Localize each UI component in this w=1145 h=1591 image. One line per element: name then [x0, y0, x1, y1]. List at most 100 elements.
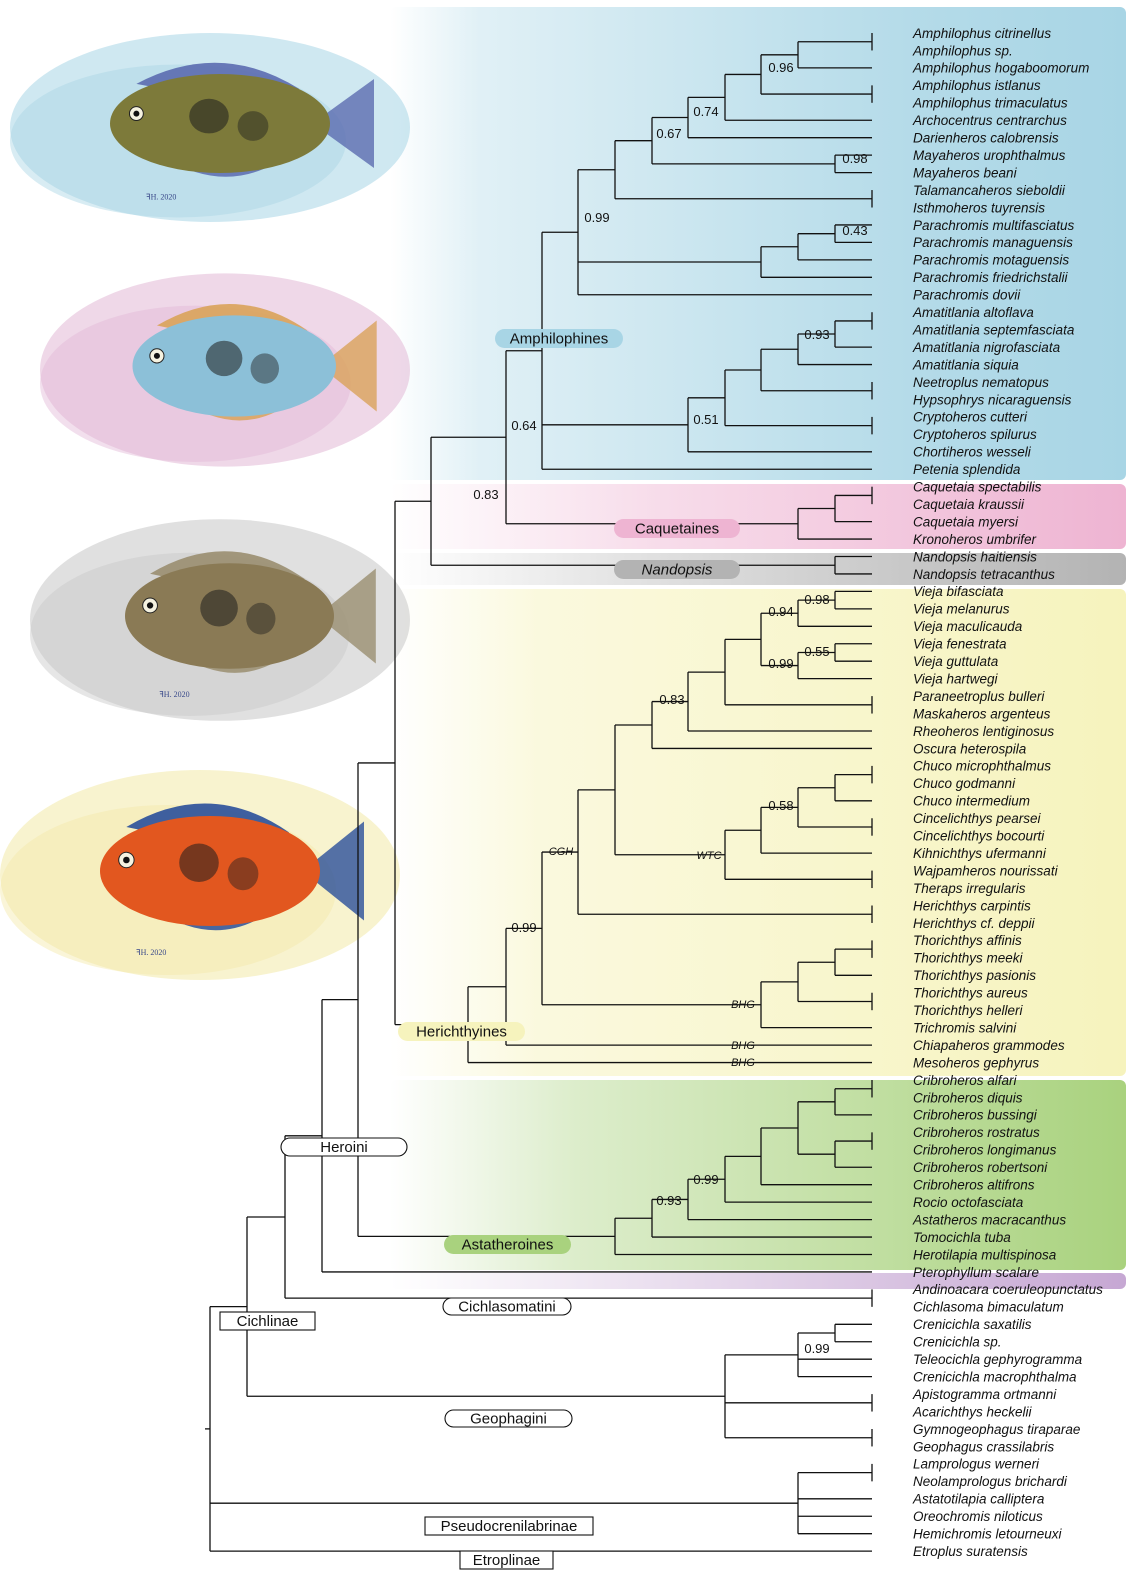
clade-label-text: Astatheroines: [462, 1237, 554, 1254]
zone-label-bhg: BHG: [731, 1057, 755, 1069]
clade-label-geophagini: Geophagini: [445, 1410, 572, 1428]
support-value: 0.55: [804, 644, 829, 659]
taxon-talamancaheros-sieboldii: Talamancaheros sieboldii: [913, 183, 1066, 198]
zone-label-bhg: BHG: [731, 1040, 755, 1052]
taxon-rocio-octofasciata: Rocio octofasciata: [913, 1195, 1024, 1210]
clade-label-text: Etroplinae: [473, 1552, 541, 1569]
taxon-parachromis-motaguensis: Parachromis motaguensis: [913, 253, 1069, 268]
taxon-apistogramma-ortmanni: Apistogramma ortmanni: [912, 1387, 1057, 1402]
taxon-crenicichla-saxatilis: Crenicichla saxatilis: [913, 1317, 1032, 1332]
taxon-cryptoheros-spilurus: Cryptoheros spilurus: [913, 427, 1037, 442]
support-value: 0.64: [511, 418, 536, 433]
support-value: 0.98: [804, 592, 829, 607]
clade-label-text: Cichlinae: [237, 1313, 299, 1330]
taxon-astatheros-macracanthus: Astatheros macracanthus: [912, 1212, 1066, 1227]
support-value: 0.93: [804, 327, 829, 342]
zone-label-bhg: BHG: [731, 999, 755, 1011]
taxon-thorichthys-meeki: Thorichthys meeki: [913, 951, 1024, 966]
fish-nandopsis-illustration: ꟻH. 2020: [30, 519, 410, 721]
taxon-mayaheros-urophthalmus: Mayaheros urophthalmus: [913, 148, 1066, 163]
taxon-parachromis-friedrichstalii: Parachromis friedrichstalii: [913, 270, 1069, 285]
clade-label-text: Pseudocrenilabrinae: [441, 1518, 578, 1535]
clade-label-cichlinae: Cichlinae: [220, 1312, 315, 1330]
taxon-cribroheros-alfari: Cribroheros alfari: [913, 1073, 1018, 1088]
support-value: 0.51: [693, 412, 718, 427]
taxon-chuco-intermedium: Chuco intermedium: [913, 794, 1030, 809]
taxon-astatotilapia-calliptera: Astatotilapia calliptera: [912, 1492, 1045, 1507]
taxon-rheoheros-lentiginosus: Rheoheros lentiginosus: [913, 724, 1054, 739]
artist-signature: ꟻH. 2020: [146, 193, 176, 202]
clade-label-text: Nandopsis: [642, 562, 713, 579]
taxon-cribroheros-rostratus: Cribroheros rostratus: [913, 1125, 1040, 1140]
taxon-trichromis-salvini: Trichromis salvini: [913, 1020, 1017, 1035]
taxon-cichlasoma-bimaculatum: Cichlasoma bimaculatum: [913, 1300, 1064, 1315]
support-value: 0.43: [842, 223, 867, 238]
clade-label-astatheroines: Astatheroines: [444, 1235, 571, 1254]
taxon-crenicichla-macrophthalma: Crenicichla macrophthalma: [913, 1369, 1077, 1384]
clade-label-text: Herichthyines: [416, 1024, 507, 1041]
support-value: 0.93: [656, 1193, 681, 1208]
support-value: 0.98: [842, 151, 867, 166]
taxon-amatitlania-altoflava: Amatitlania altoflava: [912, 305, 1034, 320]
taxon-amatitlania-siquia: Amatitlania siquia: [912, 357, 1019, 372]
taxon-vieja-fenestrata: Vieja fenestrata: [913, 637, 1007, 652]
taxon-cribroheros-bussingi: Cribroheros bussingi: [913, 1108, 1038, 1123]
taxon-cribroheros-altifrons: Cribroheros altifrons: [913, 1178, 1035, 1193]
taxon-geophagus-crassilabris: Geophagus crassilabris: [913, 1439, 1054, 1454]
taxon-theraps-irregularis: Theraps irregularis: [913, 881, 1026, 896]
clade-label-nandopsis: Nandopsis: [614, 560, 740, 579]
taxon-amphilophus-hogaboomorum: Amphilophus hogaboomorum: [912, 61, 1089, 76]
clade-label-amphilophines: Amphilophines: [495, 329, 623, 348]
taxon-cribroheros-robertsoni: Cribroheros robertsoni: [913, 1160, 1048, 1175]
fish-illustrations: ꟻH. 2020 ꟻH. 2020 ꟻH. 2020: [0, 33, 410, 980]
taxon-neetroplus-nematopus: Neetroplus nematopus: [913, 375, 1049, 390]
taxon-vieja-melanurus: Vieja melanurus: [913, 602, 1010, 617]
taxon-chuco-microphthalmus: Chuco microphthalmus: [913, 759, 1051, 774]
support-value: 0.67: [656, 126, 681, 141]
taxon-crenicichla-sp: Crenicichla sp.: [913, 1335, 1002, 1350]
taxon-etroplus-suratensis: Etroplus suratensis: [913, 1544, 1028, 1559]
clade-label-cichlasomatini: Cichlasomatini: [443, 1298, 571, 1316]
taxon-caquetaia-kraussii: Caquetaia kraussii: [913, 497, 1025, 512]
clade-label-herichthyines: Herichthyines: [398, 1022, 525, 1041]
taxon-hemichromis-letourneuxi: Hemichromis letourneuxi: [913, 1527, 1063, 1542]
taxon-wajpamheros-nourissati: Wajpamheros nourissati: [913, 863, 1059, 878]
taxon-parachromis-dovii: Parachromis dovii: [913, 288, 1021, 303]
taxon-herichthys-carpintis: Herichthys carpintis: [913, 898, 1031, 913]
taxon-petenia-splendida: Petenia splendida: [913, 462, 1021, 477]
support-value: 0.96: [768, 60, 793, 75]
taxon-chiapaheros-grammodes: Chiapaheros grammodes: [913, 1038, 1065, 1053]
zone-label-cgh: CGH: [549, 846, 574, 858]
taxon-parachromis-managuensis: Parachromis managuensis: [913, 235, 1073, 250]
taxon-maskaheros-argenteus: Maskaheros argenteus: [913, 706, 1051, 721]
support-value: 0.99: [768, 656, 793, 671]
support-value: 0.99: [511, 920, 536, 935]
clade-label-caquetaines: Caquetaines: [614, 519, 740, 538]
taxon-chuco-godmanni: Chuco godmanni: [913, 776, 1016, 791]
clade-label-text: Geophagini: [470, 1411, 547, 1428]
taxon-kihnichthys-ufermanni: Kihnichthys ufermanni: [913, 846, 1047, 861]
taxon-cribroheros-diquis: Cribroheros diquis: [913, 1090, 1023, 1105]
taxon-thorichthys-helleri: Thorichthys helleri: [913, 1003, 1024, 1018]
taxon-teleocichla-gephyrogramma: Teleocichla gephyrogramma: [913, 1352, 1083, 1367]
taxon-chortiheros-wesseli: Chortiheros wesseli: [913, 445, 1032, 460]
taxon-nandopsis-haitiensis: Nandopsis haitiensis: [913, 549, 1037, 564]
taxon-nandopsis-tetracanthus: Nandopsis tetracanthus: [913, 567, 1055, 582]
clade-label-text: Cichlasomatini: [458, 1299, 556, 1316]
taxon-isthmoheros-tuyrensis: Isthmoheros tuyrensis: [913, 200, 1045, 215]
clade-label-pseudocrenilabrinae: Pseudocrenilabrinae: [425, 1517, 593, 1535]
taxon-herotilapia-multispinosa: Herotilapia multispinosa: [913, 1247, 1057, 1262]
taxon-paraneetroplus-bulleri: Paraneetroplus bulleri: [913, 689, 1045, 704]
taxon-vieja-bifasciata: Vieja bifasciata: [913, 584, 1004, 599]
taxon-amphilophus-citrinellus: Amphilophus citrinellus: [912, 26, 1051, 41]
taxon-caquetaia-spectabilis: Caquetaia spectabilis: [913, 480, 1042, 495]
taxon-acarichthys-heckelii: Acarichthys heckelii: [912, 1404, 1033, 1419]
taxon-vieja-guttulata: Vieja guttulata: [913, 654, 999, 669]
fish-vieja-illustration: ꟻH. 2020: [0, 770, 400, 980]
taxon-thorichthys-affinis: Thorichthys affinis: [913, 933, 1022, 948]
taxon-parachromis-multifasciatus: Parachromis multifasciatus: [913, 218, 1075, 233]
support-value: 0.83: [659, 692, 684, 707]
taxon-oscura-heterospila: Oscura heterospila: [913, 741, 1027, 756]
taxon-tomocichla-tuba: Tomocichla tuba: [913, 1230, 1011, 1245]
